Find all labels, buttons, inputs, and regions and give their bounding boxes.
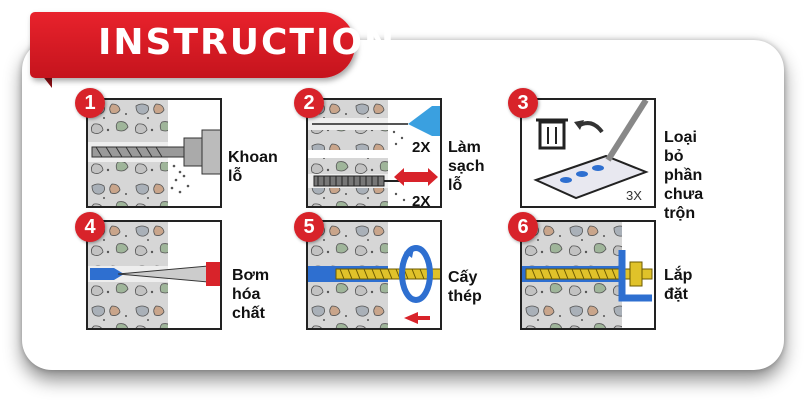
drill-hole-icon (86, 98, 222, 208)
step-label: Cấy thép (448, 269, 482, 305)
step-label: Loại bỏ phần chưa trộn (664, 129, 704, 222)
insert-rod-icon (306, 220, 442, 330)
step-label: Bơm hóa chất (232, 267, 270, 322)
title-banner (30, 12, 355, 78)
step-number: 3 (508, 88, 538, 118)
install-fixture-icon (520, 220, 656, 330)
inject-chemical-icon (86, 220, 222, 330)
step-number: 2 (294, 88, 324, 118)
repeat-count-top: 2X (412, 139, 430, 156)
step-label: Lắp đặt (664, 267, 693, 303)
page-title: INSTRUCTION (98, 22, 397, 63)
clean-hole-icon: 2X 2X (306, 98, 442, 208)
step-number: 6 (508, 212, 538, 242)
repeat-count: 3X (626, 188, 642, 203)
step-label: Làm sạch lỗ (448, 139, 485, 194)
step-number: 5 (294, 212, 324, 242)
step-number: 1 (75, 88, 105, 118)
discard-mix-icon: 3X (520, 98, 656, 208)
repeat-count-bottom: 2X (412, 193, 430, 208)
step-label: Khoan lỗ (228, 149, 278, 185)
step-number: 4 (75, 212, 105, 242)
